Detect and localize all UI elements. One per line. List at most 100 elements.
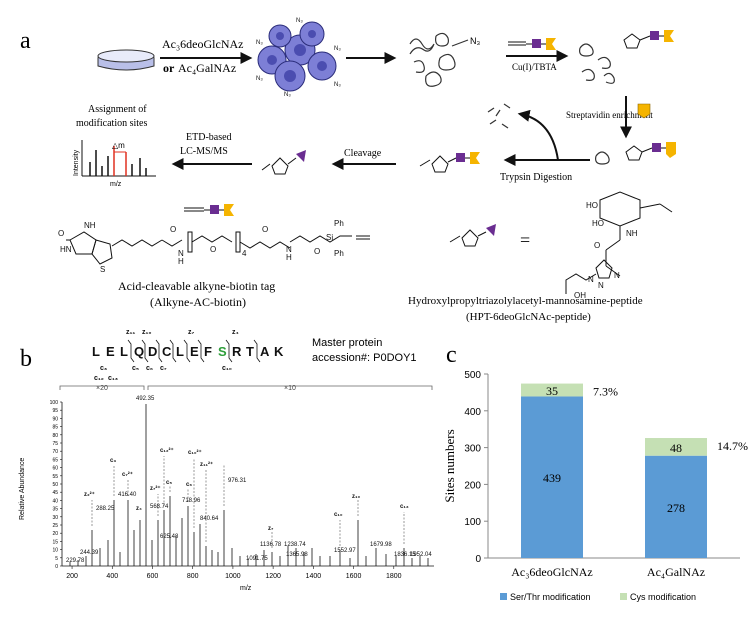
spectrum-ylabel: Relative Abundance — [19, 458, 26, 520]
etd-label-1: ETD-based — [186, 132, 232, 143]
x-tick-label: 1800 — [386, 573, 402, 580]
atom-label: O — [314, 247, 320, 256]
peptide-name-2: (HPT-6deoGlcNAc-peptide) — [466, 311, 591, 323]
master-protein-label: Master protein — [312, 337, 382, 349]
ion-annotation: z₄ — [136, 506, 142, 512]
ion-annotation: c₅ — [166, 480, 172, 486]
cleavage-mark — [169, 339, 177, 363]
y-tick-label: 100 — [464, 517, 481, 528]
peak-label: 718.96 — [182, 498, 201, 504]
sequence-residue: K — [274, 344, 284, 359]
ion-annotation: z₇ — [268, 526, 274, 532]
atom-label: O — [210, 245, 216, 254]
sequence-residue: T — [246, 344, 254, 359]
y-tick-label: 300 — [464, 444, 481, 455]
streptavidin-icon — [637, 103, 651, 119]
equals-sign: = — [520, 230, 530, 250]
y-tick-label: 30 — [52, 515, 58, 521]
legend-swatch-ser-thr — [500, 593, 507, 600]
atom-label: Si — [326, 233, 333, 242]
atom-label: O — [58, 229, 64, 238]
sequence-residue: D — [148, 344, 157, 359]
atom-label: N — [178, 249, 184, 258]
y-tick-label: 100 — [50, 400, 59, 406]
legend-label: Ser/Thr modification — [510, 592, 591, 602]
y-tick-label: 0 — [55, 564, 58, 570]
cleavage-mark — [225, 339, 233, 363]
peak-label: 244.39 — [80, 550, 99, 556]
c-ion-label: c₁₃ — [108, 375, 118, 382]
x-tick-label: 400 — [106, 573, 118, 580]
atom-label: 4 — [242, 249, 247, 258]
sequence-residue: L — [92, 344, 100, 359]
cleavage-mark — [253, 339, 261, 363]
ms-mz-label: m/z — [110, 181, 122, 188]
ion-annotation: z₁₀ — [352, 494, 360, 500]
x-tick-label: 1400 — [306, 573, 322, 580]
sequence-residue: R — [232, 344, 242, 359]
y-tick-label: 35 — [52, 507, 58, 513]
atom-label: NH — [84, 221, 96, 230]
sequence-residue: Q — [134, 344, 144, 359]
c-ion-label: c₁₂ — [94, 375, 104, 382]
cleavage-mark — [155, 339, 163, 363]
y-tick-label: 95 — [52, 408, 58, 414]
alkyne-biotin-symbol-2 — [184, 204, 234, 216]
c-ion-label: c₃ — [100, 365, 107, 372]
ms-spectrum-icon — [81, 140, 156, 177]
y-tick-label: 500 — [464, 370, 481, 381]
sequence-residue: E — [190, 344, 199, 359]
atom-label: HO — [592, 219, 604, 228]
atom-label: Ph — [334, 219, 344, 228]
y-tick-label: 75 — [52, 441, 58, 447]
peak-label: 625.48 — [160, 534, 179, 540]
sequence-residue: C — [162, 344, 172, 359]
y-tick-label: 200 — [464, 480, 481, 491]
peptide-fragments-icon — [487, 103, 511, 129]
atom-label: OH — [574, 291, 586, 300]
biotin-tag-structure — [66, 231, 370, 265]
assignment-label-2: modification sites — [76, 118, 147, 129]
sequence-residue: L — [120, 344, 128, 359]
atom-label: Ph — [334, 249, 344, 258]
y-tick-label: 45 — [52, 490, 58, 496]
y-tick-label: 5 — [55, 556, 58, 562]
y-tick-label: 25 — [52, 523, 58, 529]
c-ion-label: c₁₀ — [222, 365, 232, 372]
enriched-protein-icon — [595, 142, 676, 165]
sequence-residue: S — [218, 344, 227, 359]
cleavage-mark — [183, 339, 191, 363]
bar-ser-thr — [521, 396, 583, 558]
y-tick-label: 10 — [52, 548, 58, 554]
atom-label: H — [178, 257, 184, 266]
peak-label: 1238.74 — [284, 542, 306, 548]
reagent-1-label: Ac₃6deoGlcNAz — [162, 37, 244, 51]
sequence-residue: L — [176, 344, 184, 359]
ion-annotation: c₁₀ — [334, 512, 343, 518]
ion-annotation: c₆ — [186, 482, 192, 488]
y-tick-label: 85 — [52, 425, 58, 431]
x-tick-label: 200 — [66, 573, 78, 580]
peak-label: 568.74 — [150, 504, 169, 510]
reagent-or-label: or — [163, 61, 175, 75]
spectrum-leader-lines — [91, 456, 405, 548]
atom-label: NH — [626, 229, 638, 238]
ion-annotation: c₃ — [110, 458, 116, 464]
zoom-brackets — [59, 385, 433, 390]
category-label: Ac₄GalNAz — [647, 565, 705, 579]
peak-label: 416.40 — [118, 492, 137, 498]
cleavage-mark — [127, 339, 135, 363]
ion-annotation: c₁₃ — [400, 504, 409, 510]
x-tick-label: 600 — [147, 573, 159, 580]
atom-label: N — [598, 281, 604, 290]
spectrum-y-ticks: 1009590858075706560555045403530252015105… — [50, 400, 62, 570]
atom-label: N — [614, 271, 620, 280]
y-tick-label: 60 — [52, 466, 58, 472]
cleavage-mark — [197, 339, 205, 363]
tag-name-1: Acid-cleavable alkyne-biotin tag — [118, 279, 275, 293]
labeled-cells-icon — [257, 21, 337, 92]
peptide-name-1: Hydroxylpropyltriazolylacetyl-mannosamin… — [408, 295, 643, 307]
peak-label: 492.35 — [136, 396, 155, 402]
